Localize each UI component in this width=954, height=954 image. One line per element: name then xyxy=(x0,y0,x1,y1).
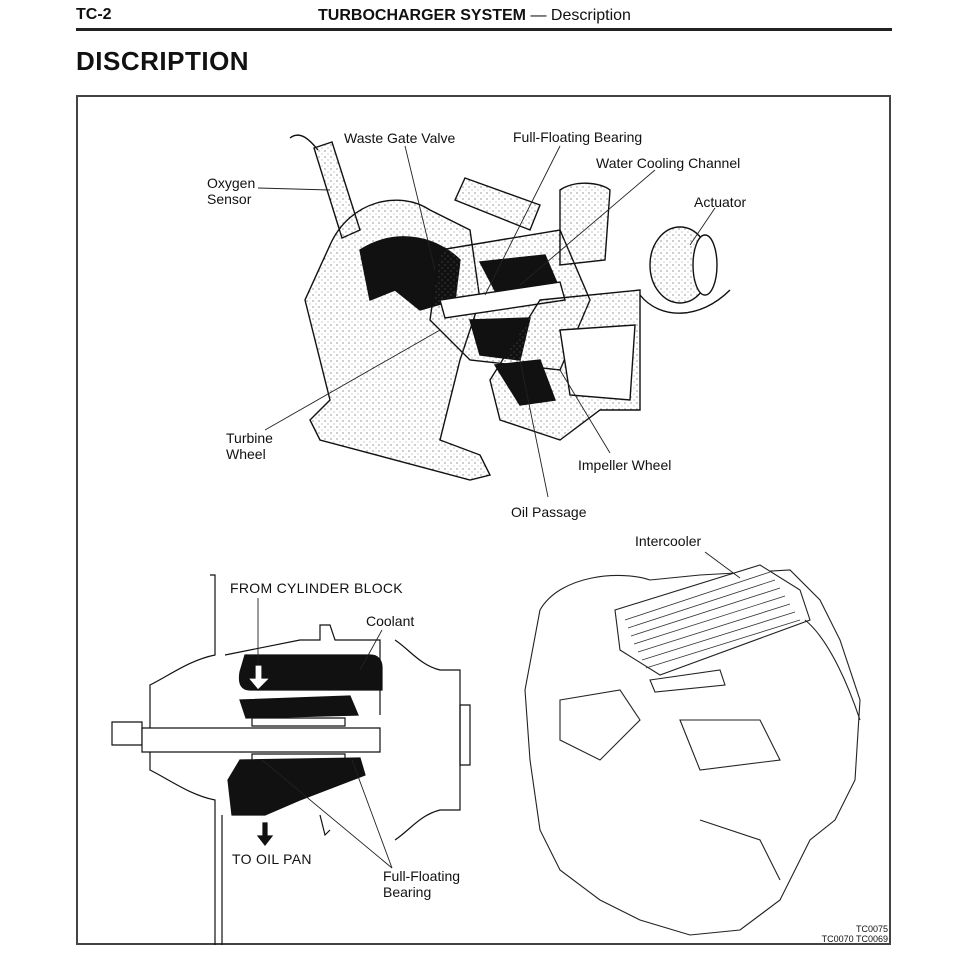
actuator-cap xyxy=(692,234,718,296)
label-oil-passage: Oil Passage xyxy=(511,504,587,520)
label-coolant: Coolant xyxy=(366,613,415,629)
label-oxygen-sensor-line2: Sensor xyxy=(207,191,252,207)
intercooler-fins xyxy=(624,571,801,669)
section-shaft xyxy=(141,727,381,753)
intercooler-leader xyxy=(704,551,741,579)
nut xyxy=(111,721,143,746)
bearing-upper xyxy=(251,717,346,727)
label-waste-gate-valve: Waste Gate Valve xyxy=(344,130,456,146)
coolant-inflow-arrow xyxy=(246,664,272,691)
section-name: TURBOCHARGER SYSTEM xyxy=(318,7,527,24)
label-ffb-line2: Bearing xyxy=(383,884,432,900)
turbocharger-cutaway-illustration xyxy=(289,134,731,481)
section-header: TURBOCHARGER SYSTEM — Description xyxy=(318,7,631,25)
label-actuator: Actuator xyxy=(694,194,747,210)
header-rule xyxy=(76,28,892,31)
label-ffb-line1: Full-Floating xyxy=(383,868,461,884)
drain-walls xyxy=(221,814,331,945)
page-code: TC-2 xyxy=(76,6,112,23)
label-from-cylinder-block: FROM CYLINDER BLOCK xyxy=(230,580,403,596)
compressor-inlet xyxy=(559,182,611,266)
label-impeller-wheel: Impeller Wheel xyxy=(578,457,672,473)
figure-codes: TC0075 TC0070 TC0069 xyxy=(800,924,888,944)
figure-frame xyxy=(76,95,891,945)
center-housing-section-illustration xyxy=(111,574,471,945)
figure-code-2: TC0070 TC0069 xyxy=(821,934,888,944)
engine-intercooler-illustration xyxy=(524,564,861,936)
page-title: DISCRIPTION xyxy=(76,46,250,76)
engine-details xyxy=(559,689,781,881)
intercooler-core xyxy=(614,564,811,676)
oil-drain-cavity xyxy=(227,757,366,816)
oil-feed xyxy=(239,695,359,719)
intercooler-hose xyxy=(804,619,861,721)
label-turbine-wheel: Turbine Wheel xyxy=(226,430,273,462)
label-intercooler: Intercooler xyxy=(635,533,702,549)
outlet-flange xyxy=(454,177,541,231)
label-turbine-wheel-line2: Wheel xyxy=(226,446,266,462)
label-oxygen-sensor-line1: Oxygen xyxy=(207,175,256,191)
housing-outline xyxy=(224,624,381,715)
label-full-floating-bearing-top: Full-Floating Bearing xyxy=(513,129,643,145)
section-leader-lines xyxy=(257,598,393,869)
turbine-nose xyxy=(459,704,471,766)
label-oxygen-sensor: Oxygen Sensor xyxy=(207,175,255,207)
compressor-bell xyxy=(559,324,636,401)
label-water-cooling-channel: Water Cooling Channel xyxy=(596,155,741,171)
label-to-oil-pan: TO OIL PAN xyxy=(232,851,312,867)
label-full-floating-bearing-section: Full-Floating Bearing xyxy=(383,868,460,900)
top-leader-lines xyxy=(257,145,716,498)
coolant-jacket xyxy=(238,654,383,691)
compressor-wheel-outline xyxy=(149,574,216,945)
section-subtitle: Description xyxy=(550,7,631,24)
figure-code-1: TC0075 xyxy=(855,924,888,934)
section-separator: — xyxy=(526,7,551,24)
label-turbine-wheel-line1: Turbine xyxy=(226,430,273,446)
turbine-wheel-outline xyxy=(394,639,461,841)
down-arrow-icon xyxy=(256,822,274,846)
actuator-hose xyxy=(639,289,731,314)
intercooler-bracket xyxy=(649,669,726,693)
